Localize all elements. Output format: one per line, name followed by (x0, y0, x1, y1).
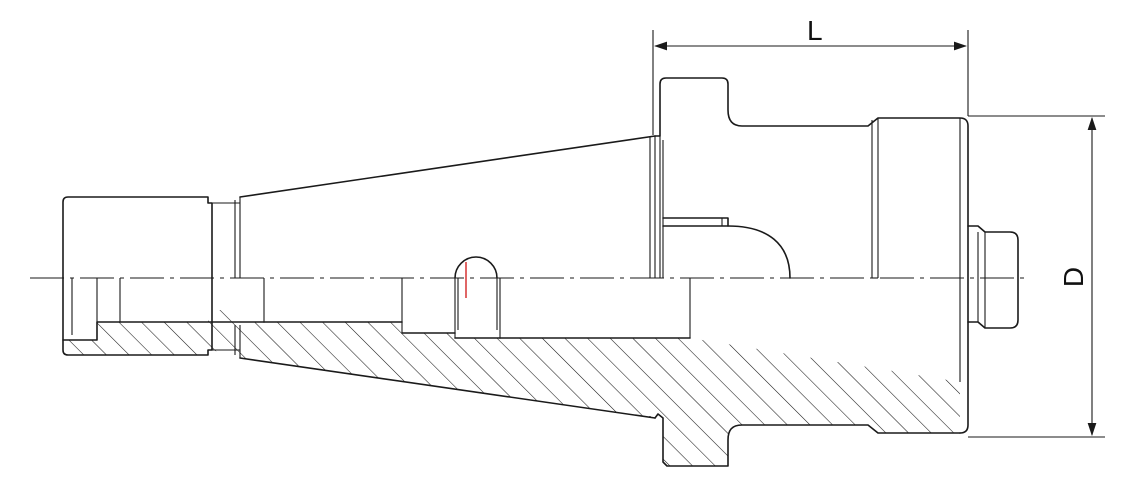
dimension-label-diameter: D (1058, 267, 1089, 287)
dimension-label-length: L (807, 15, 823, 46)
dimension-length: L (652, 15, 969, 135)
section-hatching (63, 310, 960, 466)
tool-holder-outline (62, 77, 1019, 467)
dimension-diameter: D (968, 115, 1105, 438)
